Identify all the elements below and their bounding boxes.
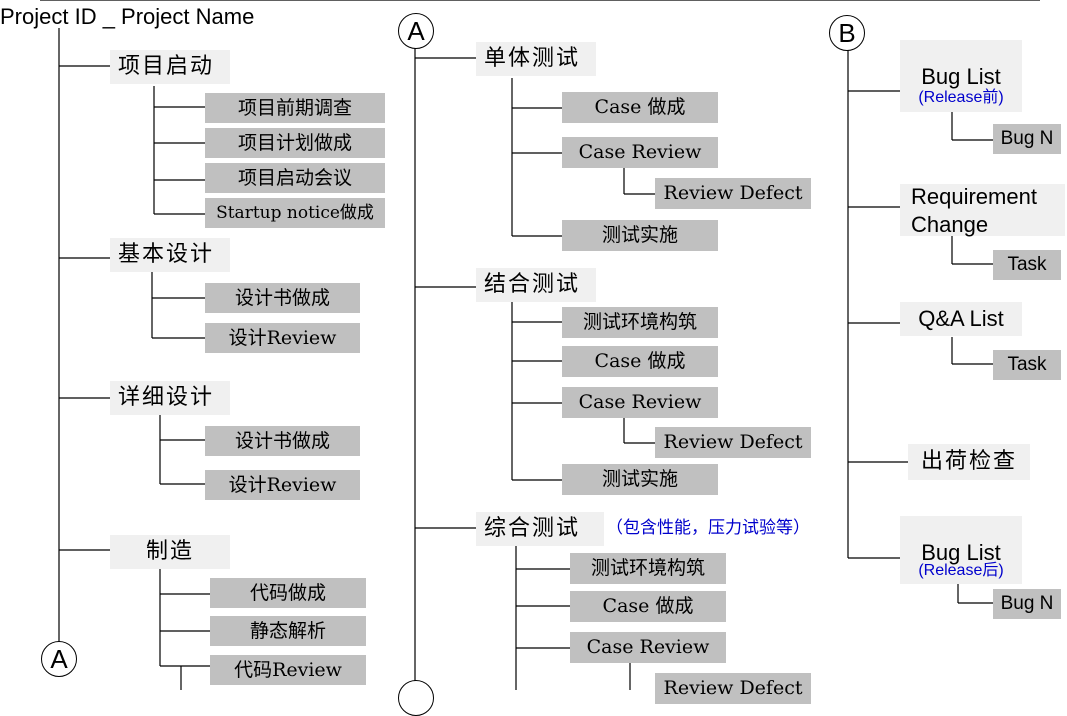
page-title: Project ID _ Project Name — [0, 4, 255, 29]
bug-list-post-sub: (Release后) — [918, 562, 1004, 579]
task-code-review: 代码Review — [210, 655, 366, 685]
req-change-line2: Change — [911, 212, 989, 237]
integration-review-defect: Review Defect — [655, 427, 811, 458]
task-prestudy: 项目前期调查 — [205, 93, 385, 123]
shipping-check: 出荷检查 — [908, 444, 1030, 480]
connector-a-top: A — [398, 13, 434, 49]
bug-list-pre-box: Bug List (Release前) — [900, 40, 1022, 112]
phase-detail-design: 详细设计 — [110, 381, 230, 415]
bug-n-pre: Bug N — [993, 124, 1061, 154]
unit-test-run: 测试实施 — [562, 220, 718, 251]
phase-build: 制造 — [110, 535, 230, 569]
bug-list-post-label: Bug List — [921, 540, 1001, 565]
connector-b-top: B — [829, 15, 865, 51]
phase-integration-test: 结合测试 — [476, 268, 596, 302]
integration-case-make: Case 做成 — [562, 346, 718, 377]
task-static-analysis: 静态解析 — [210, 616, 366, 646]
connector-a-bottom: A — [41, 641, 77, 677]
system-review-defect: Review Defect — [655, 673, 811, 704]
task-project-plan: 项目计划做成 — [205, 128, 385, 158]
unit-case-make: Case 做成 — [562, 92, 718, 123]
system-test-note: （包含性能，压力试验等） — [606, 518, 810, 538]
task-kickoff-meeting: 项目启动会议 — [205, 163, 385, 193]
unit-review-defect: Review Defect — [655, 178, 811, 209]
bug-n-post: Bug N — [993, 589, 1061, 619]
bug-list-pre-sub: (Release前) — [918, 89, 1004, 106]
qa-list: Q&A List — [900, 302, 1022, 336]
task-startup-notice: Startup notice做成 — [205, 198, 385, 228]
unit-case-review: Case Review — [562, 137, 718, 168]
phase-system-test: 综合测试 — [476, 512, 604, 546]
integration-test-run: 测试实施 — [562, 464, 718, 495]
system-case-make: Case 做成 — [570, 591, 726, 622]
phase-basic-design: 基本设计 — [110, 238, 230, 272]
qa-list-task: Task — [993, 350, 1061, 380]
task-detail-review: 设计Review — [205, 470, 360, 500]
phase-unit-test: 单体测试 — [476, 42, 596, 76]
integration-case-review: Case Review — [562, 387, 718, 418]
connector-b-bottom — [398, 680, 434, 716]
task-basic-review: 设计Review — [205, 323, 360, 353]
bug-list-pre-label: Bug List — [921, 64, 1001, 89]
tree-connector-lines — [40, 0, 1040, 690]
req-change-box: Requirement Change — [900, 184, 1065, 237]
system-env-build: 测试环境构筑 — [570, 553, 726, 584]
phase-kickoff: 项目启动 — [110, 50, 230, 84]
task-code-make: 代码做成 — [210, 578, 366, 608]
task-detail-spec: 设计书做成 — [205, 426, 360, 456]
req-change-task: Task — [993, 250, 1061, 280]
bug-list-post-box: Bug List (Release后) — [900, 516, 1022, 584]
integration-env-build: 测试环境构筑 — [562, 307, 718, 338]
req-change-line1: Requirement — [911, 184, 1037, 209]
system-case-review: Case Review — [570, 632, 726, 663]
task-basic-spec: 设计书做成 — [205, 283, 360, 313]
